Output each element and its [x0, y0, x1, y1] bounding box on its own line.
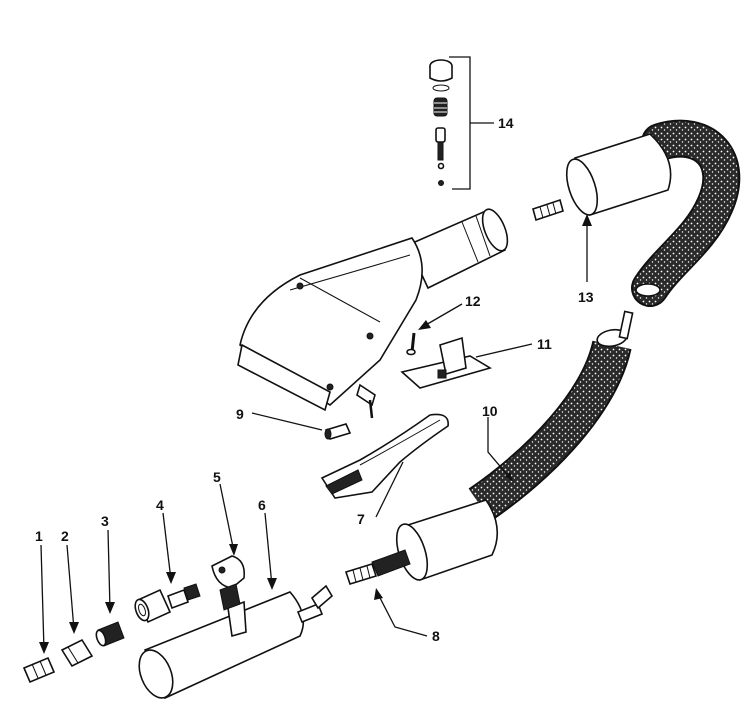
label-5: 5: [213, 469, 221, 485]
label-10: 10: [482, 403, 498, 419]
label-6: 6: [258, 497, 266, 513]
callout-14: 14: [449, 56, 514, 190]
part-11-bracket: [400, 336, 492, 389]
label-1: 1: [35, 528, 43, 544]
callout-1: 1: [35, 528, 49, 654]
callout-9: 9: [236, 406, 323, 431]
part-14-valve-kit: [429, 59, 453, 186]
callout-11: 11: [475, 336, 552, 358]
part-6-tee-body: [138, 584, 334, 700]
part-2-hex-fitting: [60, 638, 94, 668]
label-7: 7: [357, 511, 365, 527]
label-8: 8: [432, 628, 440, 644]
part-10-lower-hose: [395, 310, 634, 582]
part-4-adapter: [134, 583, 201, 624]
label-14: 14: [498, 115, 514, 131]
part-13-upper-hose: [532, 119, 741, 307]
label-13: 13: [578, 289, 594, 305]
callout-8: 8: [374, 588, 440, 644]
part-9-fitting: [324, 399, 374, 440]
label-9: 9: [236, 406, 244, 422]
label-4: 4: [156, 497, 164, 513]
wand-head-assembly: [237, 208, 509, 412]
callout-2: 2: [61, 528, 79, 634]
callout-12: 12: [418, 293, 481, 330]
part-7-lever: [320, 413, 449, 499]
label-3: 3: [101, 513, 109, 529]
part-8-hose-fitting: [344, 549, 411, 585]
callout-5: 5: [213, 469, 238, 556]
callout-6: 6: [258, 497, 277, 590]
part-3-spring: [95, 621, 125, 647]
label-11: 11: [537, 336, 552, 352]
callout-13: 13: [578, 214, 594, 305]
part-5-elbow: [211, 555, 246, 611]
callout-10: 10: [482, 403, 513, 482]
label-2: 2: [61, 528, 69, 544]
callout-3: 3: [101, 513, 115, 614]
part-12-screw: [406, 332, 416, 356]
part-1-nipple: [22, 656, 56, 684]
label-12: 12: [465, 293, 481, 309]
callout-7: 7: [357, 461, 404, 527]
callout-4: 4: [156, 497, 176, 584]
